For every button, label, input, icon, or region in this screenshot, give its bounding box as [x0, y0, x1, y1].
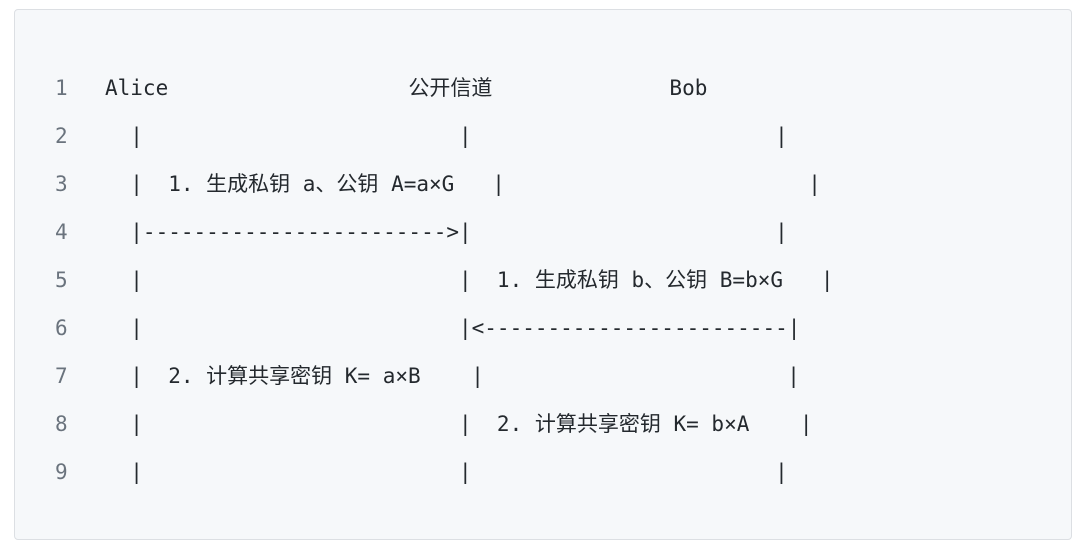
code-line-1: 1 Alice 公开信道 Bob: [15, 64, 1071, 112]
code-text: | | 1. 生成私钥 b、公钥 B=b×G |: [105, 268, 834, 292]
code-text: | |<------------------------|: [105, 316, 801, 340]
code-line-7: 7 | 2. 计算共享密钥 K= a×B | |: [15, 352, 1071, 400]
line-number: 6: [55, 316, 68, 340]
line-number: 8: [55, 412, 68, 436]
code-text: | 2. 计算共享密钥 K= a×B | |: [105, 364, 800, 388]
code-line-5: 5 | | 1. 生成私钥 b、公钥 B=b×G |: [15, 256, 1071, 304]
line-number: 4: [55, 220, 68, 244]
code-text: Alice 公开信道 Bob: [105, 76, 708, 100]
code-line-8: 8 | | 2. 计算共享密钥 K= b×A |: [15, 400, 1071, 448]
line-number: 9: [55, 460, 68, 484]
code-line-3: 3 | 1. 生成私钥 a、公钥 A=a×G | |: [15, 160, 1071, 208]
code-text: | | |: [105, 124, 788, 148]
code-line-6: 6 | |<------------------------|: [15, 304, 1071, 352]
code-line-2: 2 | | |: [15, 112, 1071, 160]
code-line-9: 9 | | |: [15, 448, 1071, 496]
line-number: 7: [55, 364, 68, 388]
code-text: | | 2. 计算共享密钥 K= b×A |: [105, 412, 813, 436]
line-number: 5: [55, 268, 68, 292]
line-number: 1: [55, 76, 68, 100]
line-number: 2: [55, 124, 68, 148]
code-text: |------------------------>| |: [105, 220, 788, 244]
line-number: 3: [55, 172, 68, 196]
code-block: 1 Alice 公开信道 Bob 2 | | | 3 | 1. 生成私钥 a、公…: [14, 9, 1072, 540]
code-text: | | |: [105, 460, 788, 484]
code-text: | 1. 生成私钥 a、公钥 A=a×G | |: [105, 172, 821, 196]
code-line-4: 4 |------------------------>| |: [15, 208, 1071, 256]
